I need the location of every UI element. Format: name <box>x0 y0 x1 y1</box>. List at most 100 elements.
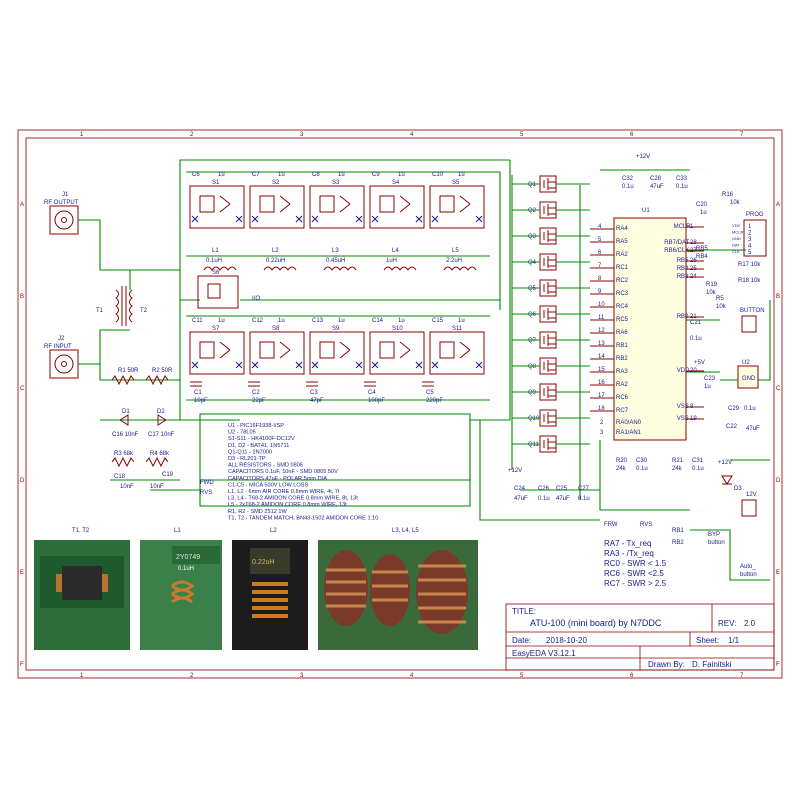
tandem-match-transformers: T1 T2 <box>96 286 148 326</box>
svg-text:I/O: I/O <box>252 296 260 302</box>
svg-text:Sheet:: Sheet: <box>696 636 719 645</box>
legend-line: RA7 - Tx_req <box>604 539 651 548</box>
svg-text:0.22uH: 0.22uH <box>252 559 275 566</box>
inductor-l2: L20.22uH <box>263 248 297 271</box>
svg-text:U2: U2 <box>742 360 750 366</box>
inductor-l3: L30.45uH <box>323 248 357 271</box>
frame-col-mark: 4 <box>410 132 414 138</box>
relay-cap-value: 1u <box>338 172 345 178</box>
transistor-label: Q9 <box>528 390 537 396</box>
mcu-pin-number: 13 <box>598 341 605 347</box>
svg-text:R1 50R: R1 50R <box>118 368 139 374</box>
svg-text:button: button <box>740 572 757 578</box>
mcu-pin-label: RC7 <box>616 408 629 414</box>
prog-pin-number: 5 <box>748 250 752 256</box>
relay-label: S3 <box>332 180 340 186</box>
capacitor-value: 10pF <box>194 398 208 404</box>
bom-line: R1, R2 - SMD 2512 1W <box>228 509 287 515</box>
svg-text:R18 10k: R18 10k <box>738 278 761 284</box>
relay-cap-value: 1u <box>338 318 345 324</box>
bom-line: D3 - RL201-TP <box>228 456 266 462</box>
mcu-pin-label: RC5 <box>616 317 629 323</box>
frame-col-mark: 6 <box>630 673 634 679</box>
svg-text:24k: 24k <box>616 466 627 472</box>
capacitor-value: 100pF <box>368 398 385 404</box>
svg-text:+12V: +12V <box>636 154 650 160</box>
relay-label: S7 <box>212 326 220 332</box>
capacitor-value: 22pF <box>252 398 266 404</box>
svg-text:C25: C25 <box>556 486 568 492</box>
svg-text:Date:: Date: <box>512 636 531 645</box>
transistor-q10: Q10 <box>512 409 590 427</box>
mcu-pin-label: RB5 <box>677 258 689 264</box>
svg-text:C33: C33 <box>676 176 688 182</box>
transistor-label: Q7 <box>528 338 537 344</box>
transistor-label: Q5 <box>528 286 537 292</box>
svg-text:PROG: PROG <box>746 212 764 218</box>
bottom-parts: R20 24k C30 0.1u R21 24k C31 0.1u +12V C… <box>508 458 704 528</box>
mcu-pin-number: 10 <box>598 302 605 308</box>
bom-line: U2 - 78L05 <box>228 430 256 436</box>
svg-text:RF OUTPUT: RF OUTPUT <box>44 200 79 206</box>
supply-caps-top: +12V C32 0.1u C28 47uF C33 0.1u <box>622 154 688 190</box>
capacitor-label: C5 <box>426 390 434 396</box>
svg-text:0.1u: 0.1u <box>622 184 634 190</box>
svg-text:47uF: 47uF <box>556 496 570 502</box>
capacitor-label: C3 <box>310 390 318 396</box>
mcu-pin-label: RC4 <box>616 304 629 310</box>
relay-label: S1 <box>212 180 220 186</box>
relay-label: S11 <box>452 326 463 332</box>
svg-text:C23: C23 <box>704 376 716 382</box>
svg-text:BYP: BYP <box>708 532 720 538</box>
svg-text:Drawn By:: Drawn By: <box>648 660 685 669</box>
inductor-label: L2 <box>272 248 279 254</box>
svg-text:R19: R19 <box>706 282 718 288</box>
inductor-label: L1 <box>212 248 219 254</box>
bom-line: CAPACITORS 47uF - POLAR 5mm DIA <box>228 476 327 482</box>
svg-text:1/1: 1/1 <box>728 636 740 645</box>
svg-text:RVS: RVS <box>640 522 652 528</box>
frame-row-mark: D <box>776 478 781 484</box>
svg-text:12V: 12V <box>746 492 757 498</box>
frame-row-mark: D <box>20 478 25 484</box>
frame-col-mark: 5 <box>520 132 524 138</box>
svg-text:RB2: RB2 <box>672 540 684 546</box>
inductor-label: L4 <box>392 248 399 254</box>
mcu-pin-label: MCLR <box>674 224 692 230</box>
svg-text:Auto_: Auto_ <box>740 564 756 570</box>
svg-text:0.1u: 0.1u <box>692 466 704 472</box>
mcu-pin-number: 3 <box>600 430 604 436</box>
svg-text:EasyEDA V3.12.1: EasyEDA V3.12.1 <box>512 649 576 658</box>
svg-text:T1, T2: T1, T2 <box>72 528 90 534</box>
transistor-label: Q10 <box>528 416 540 422</box>
svg-text:10k: 10k <box>706 290 717 296</box>
svg-text:D. Fainitski: D. Fainitski <box>692 660 732 669</box>
photo-l2: L2 0.22uH <box>232 528 308 650</box>
bom-line: L3, L4 - T68-2 AMIDON CORE 0.8mm WIRE, 8… <box>228 496 358 502</box>
svg-text:+12V: +12V <box>508 468 522 474</box>
capacitor-label: C4 <box>368 390 376 396</box>
svg-text:U1: U1 <box>642 208 650 214</box>
frame-row-mark: F <box>20 662 24 668</box>
mcu-pin-number: 12 <box>598 328 605 334</box>
relay-cap-label: C15 <box>432 318 444 324</box>
inductor-label: L3 <box>332 248 339 254</box>
bom-line: CAPACITORS 0.1uF, 10nF - SMD 0805 50V <box>228 469 338 475</box>
svg-text:R21: R21 <box>672 458 684 464</box>
frame-col-mark: 2 <box>190 132 194 138</box>
mcu-pin-label: RA6 <box>616 330 628 336</box>
prog-pin-label: MCLR <box>732 230 743 235</box>
inductor-value: 0.1uH <box>206 258 222 264</box>
title-block: TITLE: ATU-100 (mini board) by N7DDC REV… <box>505 603 775 671</box>
relay-cap-value: 1u <box>218 318 225 324</box>
capacitor-c4: C4 100pF <box>364 381 385 404</box>
inductor-l1: L1 0.1uH <box>203 248 237 271</box>
relay-label: S4 <box>392 180 400 186</box>
mcu-pin-number: 4 <box>598 224 602 230</box>
